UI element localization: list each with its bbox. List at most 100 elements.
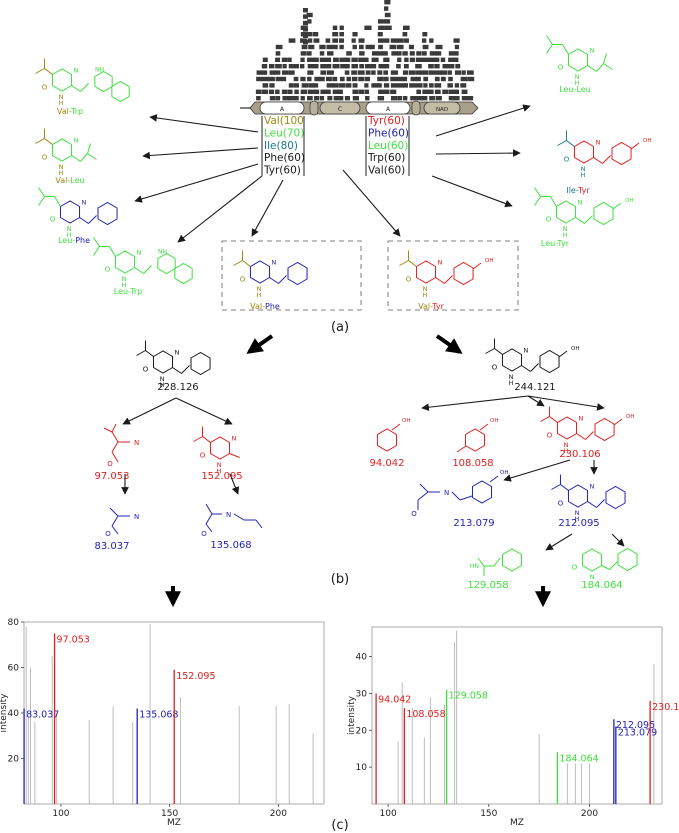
phenyl-ring xyxy=(617,547,638,572)
specificity-entry: Leu(60) xyxy=(368,140,408,152)
read-block xyxy=(288,70,295,75)
read-block xyxy=(352,96,359,101)
nitrogen-atom: N xyxy=(82,199,87,207)
domain-a2 xyxy=(365,101,411,115)
read-block xyxy=(332,25,338,30)
oxygen-atom: O xyxy=(492,364,498,372)
product-label: Leu-Phe xyxy=(58,236,90,245)
diketopiperazine-ring xyxy=(51,68,73,92)
nitrogen-atom: N xyxy=(579,415,584,423)
read-block xyxy=(408,70,416,75)
hydrogen-atom: H xyxy=(67,231,72,239)
read-block xyxy=(293,83,299,88)
read-block xyxy=(435,44,443,50)
read-block xyxy=(390,89,397,94)
specificity-entry: Tyr(60) xyxy=(263,165,301,177)
read-block xyxy=(429,38,434,43)
oxygen-atom: O xyxy=(105,530,111,538)
y-tick-label: 60 xyxy=(8,664,20,674)
read-block xyxy=(294,96,299,101)
diketopiperazine-ring xyxy=(249,260,271,284)
read-block xyxy=(363,57,369,62)
x-tick-label: 150 xyxy=(480,809,497,819)
read-block xyxy=(466,70,474,75)
read-block xyxy=(428,70,436,75)
read-block xyxy=(404,57,409,62)
read-block xyxy=(314,76,321,82)
indole-ring xyxy=(111,80,130,103)
hydrogen-atom: H xyxy=(509,379,514,387)
read-block xyxy=(422,89,430,94)
hydrogen-atom: H xyxy=(59,169,64,177)
peak-label: 129.058 xyxy=(449,691,488,702)
read-block xyxy=(461,89,468,94)
read-block xyxy=(364,83,369,88)
read-block xyxy=(307,70,314,75)
read-block xyxy=(312,32,319,37)
val-phe-box xyxy=(221,240,362,311)
read-block xyxy=(352,89,359,94)
diketopiperazine-ring xyxy=(114,250,136,274)
read-block xyxy=(435,70,443,75)
read-block xyxy=(434,64,440,69)
domain-nad-label: NAD xyxy=(436,107,448,113)
read-block xyxy=(422,32,428,37)
diketopiperazine-ring xyxy=(573,140,595,164)
read-block xyxy=(378,25,385,30)
read-block xyxy=(303,33,308,38)
read-block xyxy=(255,89,262,94)
tyrosine-ring xyxy=(593,201,614,226)
tyrosine-ring xyxy=(611,141,632,166)
read-block xyxy=(303,20,308,26)
read-block xyxy=(448,57,456,62)
specificity-entry: Val(60) xyxy=(368,165,405,177)
nitrogen-atom: NH xyxy=(158,249,167,256)
read-block xyxy=(415,70,422,75)
read-block xyxy=(454,83,460,88)
read-block xyxy=(378,64,386,69)
phenol-ring xyxy=(471,480,493,504)
panel-label-b: (b) xyxy=(331,572,349,587)
read-block xyxy=(307,32,313,37)
read-block xyxy=(339,96,344,101)
nitrogen-atom: N xyxy=(590,483,595,491)
hydrogen-atom: H xyxy=(581,171,586,179)
read-block xyxy=(352,83,358,88)
x-axis-label: MZ xyxy=(510,818,524,828)
read-block xyxy=(294,89,299,94)
nitrogen-atom: N xyxy=(563,225,568,233)
mass-label: 129.058 xyxy=(467,580,508,591)
read-block xyxy=(434,76,440,82)
read-block xyxy=(455,64,461,69)
read-block xyxy=(384,89,390,94)
read-block xyxy=(415,57,423,62)
read-block xyxy=(274,70,281,75)
nitrogen-atom: N xyxy=(160,375,165,383)
read-block xyxy=(281,70,289,75)
hydroxyl-group: OH xyxy=(402,418,410,424)
oxygen-atom: O xyxy=(572,564,578,572)
x-axis-label: MZ xyxy=(167,818,181,828)
nitrogen-atom: N xyxy=(596,139,601,147)
read-block xyxy=(332,76,338,82)
read-block xyxy=(261,64,268,69)
panel-label-a: (a) xyxy=(331,320,349,335)
mass-label: 244.121 xyxy=(514,382,555,393)
y-tick-label: 80 xyxy=(8,618,20,628)
read-block xyxy=(332,44,338,50)
nitrogen-atom: N xyxy=(590,47,595,55)
read-block xyxy=(377,51,384,56)
oxygen-atom: O xyxy=(546,216,552,224)
oxygen-atom: O xyxy=(406,276,412,284)
read-block xyxy=(344,70,350,75)
read-block xyxy=(261,76,269,82)
read-block xyxy=(403,64,409,69)
read-block xyxy=(282,96,290,101)
